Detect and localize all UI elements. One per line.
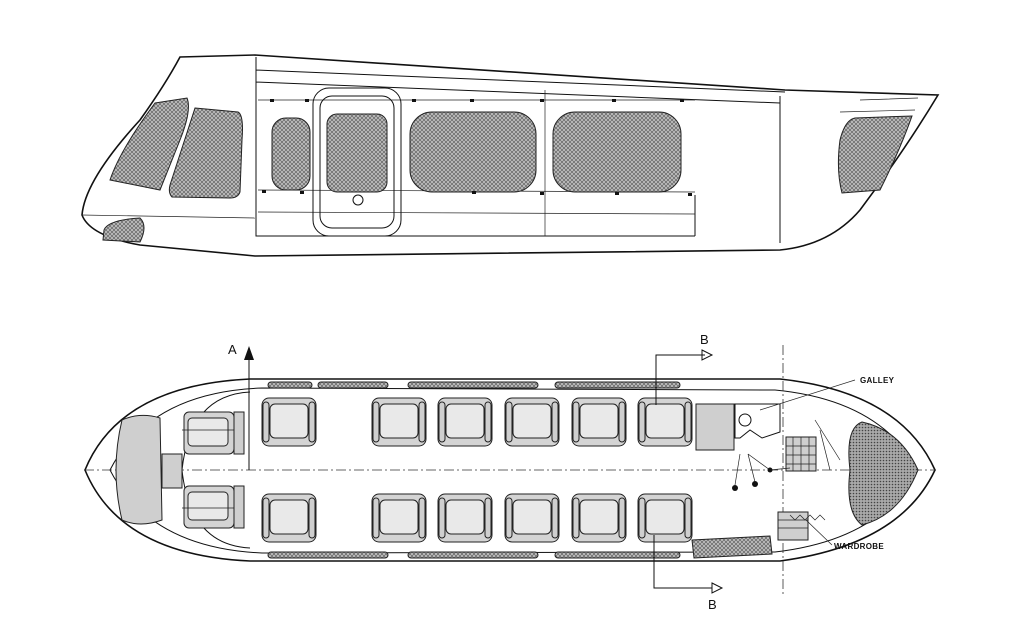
cockpit-area [115, 391, 251, 549]
passenger-seat [637, 493, 693, 543]
wall-side-panels [267, 381, 681, 559]
section-a-label: A [228, 342, 237, 357]
section-b-marker: B B [653, 332, 724, 612]
cabin-door [312, 87, 402, 237]
chin-window [102, 217, 145, 243]
plan-view: A B B GALLEY WARDROBE [84, 332, 936, 612]
passenger-seat [637, 397, 693, 447]
cabin-window-1 [271, 117, 311, 191]
passenger-seat [571, 493, 627, 543]
passenger-seat [571, 397, 627, 447]
cabin-window-3 [552, 111, 682, 193]
section-a-marker: A [228, 342, 254, 470]
fuselage-waterline [81, 214, 256, 219]
instrument-console [115, 414, 163, 525]
aft-lavatory [848, 421, 919, 526]
cockpit-window-front [109, 97, 189, 191]
fastener-row [262, 99, 692, 196]
cockpit-window-side [168, 107, 243, 199]
side-elevation-view [81, 54, 940, 257]
passenger-seat [504, 493, 560, 543]
passenger-seat [437, 493, 493, 543]
passenger-seat [437, 397, 493, 447]
passenger-seat [261, 397, 317, 447]
pedestal [161, 453, 183, 489]
aft-detail-line [839, 97, 919, 113]
galley-label: GALLEY [860, 376, 895, 385]
section-b-bottom-label: B [708, 597, 717, 612]
wardrobe-label: WARDROBE [834, 542, 884, 551]
passenger-seat [504, 397, 560, 447]
galley-unit [695, 403, 841, 491]
wardrobe-callout: WARDROBE [805, 519, 884, 551]
cabin-section-frame [255, 57, 786, 243]
section-b-top-label: B [700, 332, 709, 347]
aft-window [837, 115, 913, 194]
galley-callout: GALLEY [759, 376, 895, 411]
wardrobe-unit [691, 511, 826, 559]
passenger-seat [371, 397, 427, 447]
passenger-seat [371, 493, 427, 543]
passenger-seats [261, 397, 693, 543]
cabin-window-2 [409, 111, 537, 193]
passenger-seat [261, 493, 317, 543]
